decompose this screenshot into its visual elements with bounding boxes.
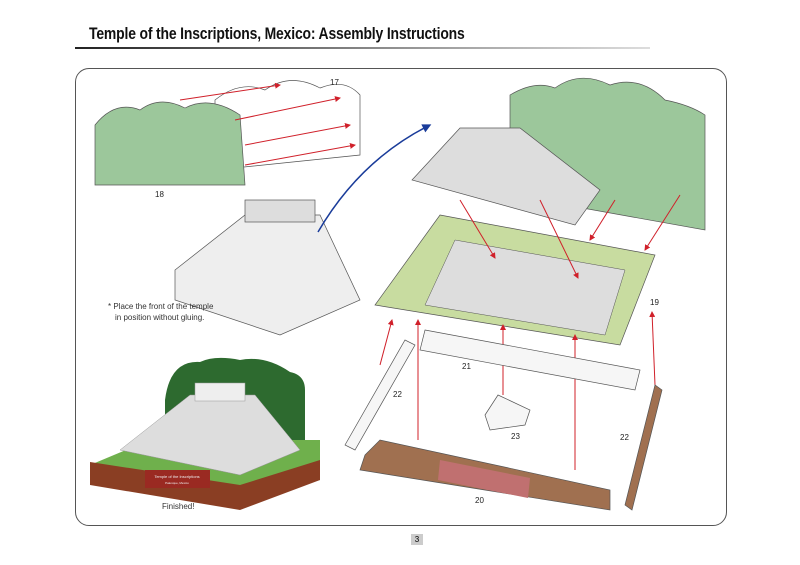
part-21-strip — [419, 329, 641, 391]
label-19: 19 — [650, 298, 659, 307]
temple-pyramid-drawing — [174, 199, 361, 336]
label-20: 20 — [475, 496, 484, 505]
page-number: 3 — [411, 534, 423, 545]
part-22-right-strip — [624, 384, 663, 511]
note-line-2: in position without gluing. — [115, 313, 205, 322]
temple-back-drawing — [411, 127, 601, 226]
part-20-front-strip — [359, 439, 611, 511]
note-line-1: * Place the front of the temple — [108, 302, 214, 311]
part-22-left-strip — [344, 339, 416, 451]
label-23: 23 — [511, 432, 520, 441]
part-19-base-top — [374, 214, 656, 346]
label-22-left: 22 — [393, 390, 402, 399]
title-rule — [75, 47, 650, 49]
part-17-backdrop-outline — [214, 80, 361, 171]
part-18-green-backdrop — [94, 101, 246, 186]
finished-caption: Finished! — [162, 502, 195, 511]
placement-note: * Place the front of the temple in positi… — [108, 301, 213, 323]
page-title: Temple of the Inscriptions, Mexico: Asse… — [89, 24, 465, 43]
label-22-right: 22 — [620, 433, 629, 442]
part-23-triangle — [484, 394, 531, 431]
label-18: 18 — [155, 190, 164, 199]
label-21: 21 — [462, 362, 471, 371]
instruction-frame — [75, 68, 727, 526]
label-17: 17 — [330, 78, 339, 87]
svg-text:Palenque, Mexico: Palenque, Mexico — [165, 481, 189, 485]
plaque-text: Temple of the Inscriptions — [154, 474, 199, 479]
